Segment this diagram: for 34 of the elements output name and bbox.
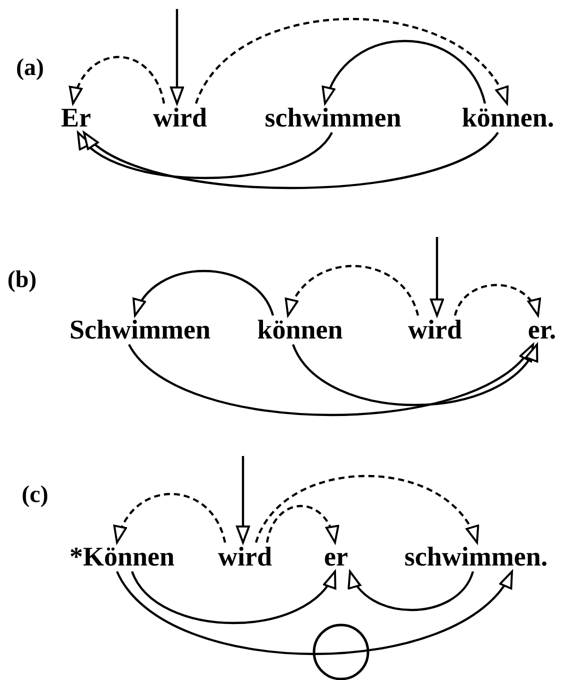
dependency-arc bbox=[292, 344, 538, 406]
word: können. bbox=[462, 104, 554, 132]
word: Schwimmen bbox=[70, 316, 210, 344]
word: wird bbox=[153, 104, 207, 132]
word: er. bbox=[528, 316, 556, 344]
example-label: (a) bbox=[16, 56, 44, 80]
dependency-arc bbox=[116, 570, 513, 655]
dependency-arc bbox=[286, 264, 420, 316]
word: wird bbox=[408, 316, 462, 344]
dependency-arc bbox=[349, 570, 474, 612]
word: schwimmen. bbox=[404, 544, 548, 570]
dependency-arc bbox=[195, 18, 508, 104]
dependency-arc bbox=[255, 475, 478, 544]
dependency-arc bbox=[83, 132, 499, 190]
example-label: (c) bbox=[22, 483, 48, 507]
root-arrow bbox=[430, 237, 444, 316]
root-arrow bbox=[170, 9, 184, 104]
dependency-arc bbox=[324, 40, 486, 104]
dependency-arc bbox=[115, 493, 226, 544]
example-label: (b) bbox=[7, 268, 37, 292]
word: *Können bbox=[69, 544, 175, 570]
dependency-arc bbox=[266, 505, 338, 544]
dependency-arc bbox=[77, 132, 333, 180]
dependency-arc bbox=[131, 570, 336, 624]
word: schwimmen bbox=[264, 104, 402, 132]
dependency-arc bbox=[128, 344, 534, 416]
dependency-arc bbox=[134, 270, 274, 316]
word: wird bbox=[218, 544, 272, 570]
word: können bbox=[257, 316, 343, 344]
dependency-arc bbox=[70, 56, 166, 104]
root-arrow bbox=[236, 456, 250, 544]
word: Er bbox=[61, 104, 91, 132]
word: er bbox=[324, 544, 348, 570]
dependency-arc bbox=[454, 284, 540, 316]
